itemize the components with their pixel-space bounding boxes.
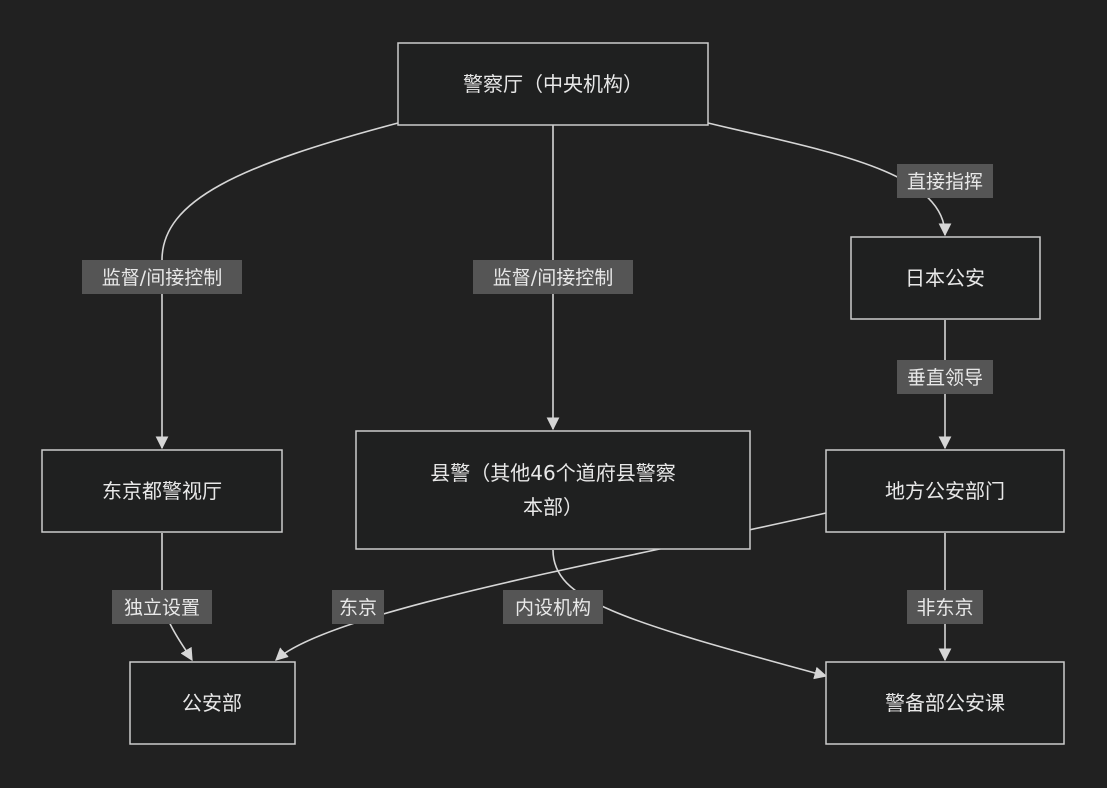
node-koan-bu: 公安部 bbox=[129, 661, 296, 745]
edge-label-local-to-koanbu-text: 东京 bbox=[339, 597, 377, 619]
node-mpd: 东京都警视厅 bbox=[41, 449, 283, 533]
edge-label-local-to-keibi: 非东京 bbox=[907, 590, 983, 624]
edge-label-pref-to-keibi-text: 内设机构 bbox=[515, 597, 591, 619]
node-mpd-label: 东京都警视厅 bbox=[102, 479, 222, 503]
node-keibi: 警备部公安课 bbox=[825, 661, 1065, 745]
node-keibi-label: 警备部公安课 bbox=[885, 691, 1005, 715]
edge-label-local-to-keibi-text: 非东京 bbox=[916, 597, 973, 619]
node-koan-bu-label: 公安部 bbox=[182, 691, 242, 715]
node-local-koan: 地方公安部门 bbox=[825, 449, 1065, 533]
edge-pref-to-keibi bbox=[552, 549, 828, 680]
node-koan-label: 日本公安 bbox=[905, 266, 985, 290]
edge-label-npa-to-mpd: 监督/间接控制 bbox=[82, 260, 242, 294]
edge-npa-to-mpd bbox=[155, 122, 399, 450]
node-koan: 日本公安 bbox=[850, 236, 1041, 320]
edge-npa-to-koan bbox=[707, 122, 952, 237]
edge-label-npa-to-mpd-text: 监督/间接控制 bbox=[102, 267, 222, 289]
edge-label-npa-to-koan: 直接指挥 bbox=[897, 164, 993, 198]
node-pref-label-line2: 本部） bbox=[523, 495, 583, 519]
edge-label-npa-to-pref: 监督/间接控制 bbox=[473, 260, 633, 294]
node-npa-label: 警察厅（中央机构） bbox=[463, 72, 643, 96]
node-pref: 县警（其他46个道府县警察 本部） bbox=[355, 430, 751, 550]
edge-label-koan-to-local-text: 垂直领导 bbox=[907, 367, 983, 389]
edge-label-pref-to-keibi: 内设机构 bbox=[503, 590, 603, 624]
node-local-koan-label: 地方公安部门 bbox=[885, 479, 1005, 503]
node-pref-label-line1: 县警（其他46个道府县警察 bbox=[430, 461, 675, 485]
edge-label-mpd-to-koanbu-text: 独立设置 bbox=[124, 597, 200, 619]
edge-label-koan-to-local: 垂直领导 bbox=[897, 360, 993, 394]
node-npa: 警察厅（中央机构） bbox=[397, 42, 709, 126]
edge-label-mpd-to-koanbu: 独立设置 bbox=[112, 590, 212, 624]
edge-label-local-to-koanbu: 东京 bbox=[332, 590, 384, 624]
edge-label-npa-to-pref-text: 监督/间接控制 bbox=[493, 267, 613, 289]
edge-label-npa-to-koan-text: 直接指挥 bbox=[907, 171, 983, 193]
